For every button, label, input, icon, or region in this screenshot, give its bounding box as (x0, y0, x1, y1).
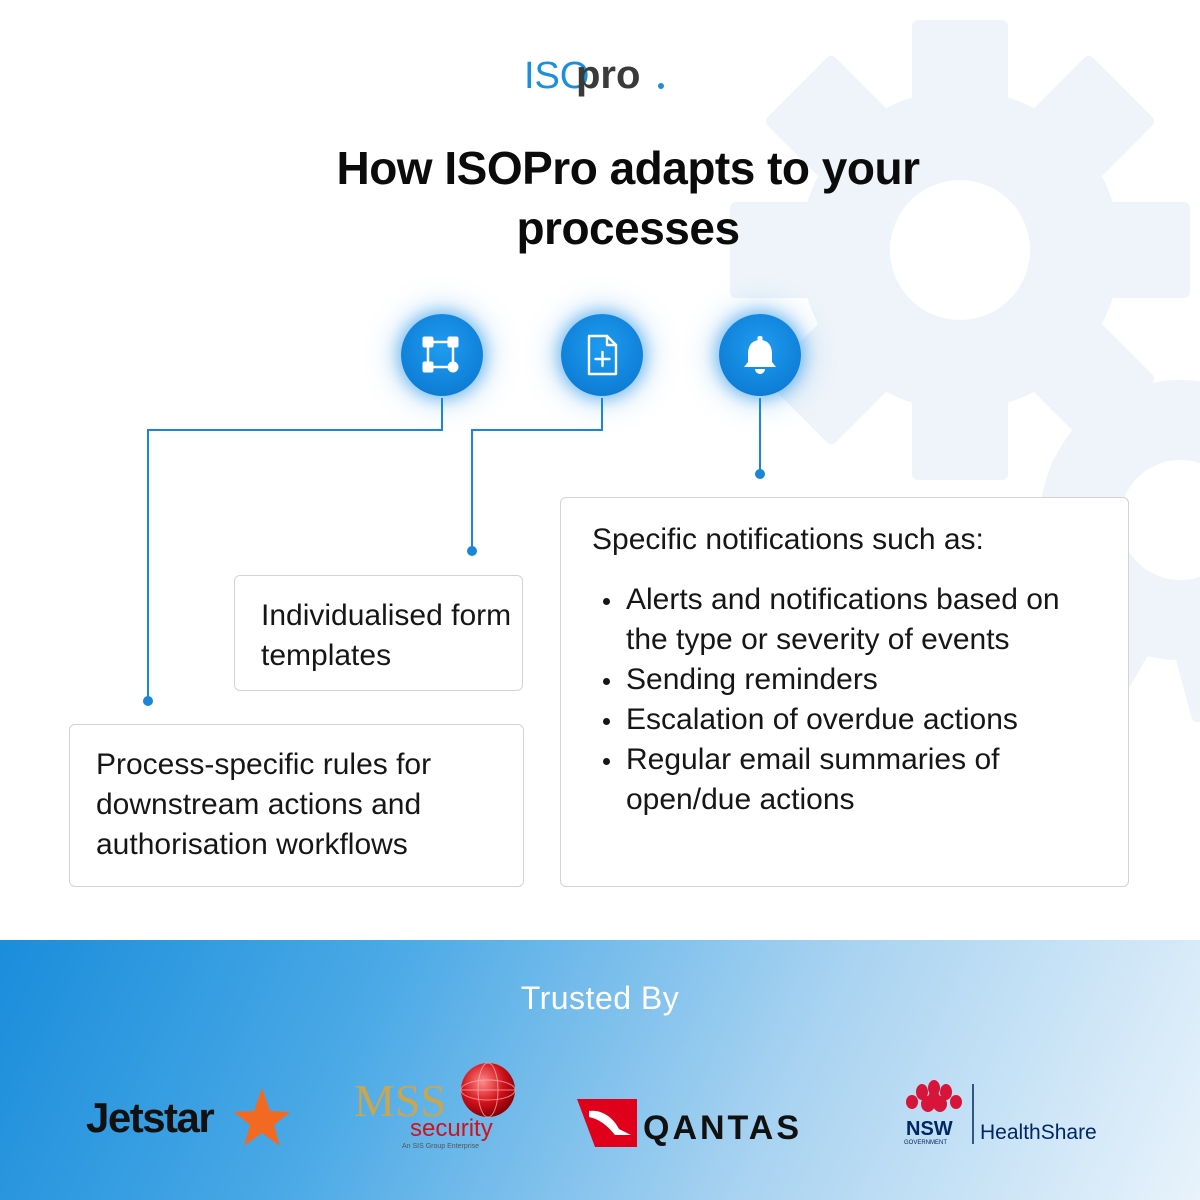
bell-icon-badge (719, 314, 801, 396)
notification-item: Sending reminders (624, 660, 1108, 700)
process-rules-card: Process-specific rules for downstream ac… (69, 724, 524, 887)
logo-dot (658, 83, 664, 89)
nsw-wordmark: NSW (906, 1118, 953, 1140)
notification-item: Regular email summaries of open/due acti… (624, 740, 1108, 820)
form-templates-card: Individualised form templates (234, 575, 523, 691)
isopro-logo: ISO pro (520, 50, 680, 100)
form-template-icon-badge (561, 314, 643, 396)
process-rules-text: Process-specific rules for downstream ac… (96, 748, 432, 861)
mss-security-text: security (410, 1115, 493, 1142)
connector-rules (147, 398, 443, 700)
nsw-healthshare-logo: NSW GOVERNMENT HealthShare (904, 1080, 1097, 1146)
workflow-icon-badge (401, 314, 483, 396)
bell-icon (744, 336, 776, 374)
mss-tagline: An SIS Group Enterprise (402, 1143, 479, 1150)
qantas-logo: QANTAS (577, 1099, 802, 1147)
form-template-icon (587, 334, 618, 376)
jetstar-logo: Jetstar (86, 1088, 290, 1146)
connector-dot-notifications (755, 469, 765, 479)
waratah-icon (906, 1080, 962, 1112)
page-title-line-2: processes (516, 202, 740, 254)
notifications-list: Alerts and notifications based on the ty… (592, 580, 1108, 820)
trusted-by-label: Trusted By (520, 980, 680, 1016)
mss-security-logo: MSS security An SIS Group Enterprise (354, 1062, 516, 1150)
jetstar-wordmark: Jetstar (86, 1094, 214, 1141)
connector-dot-rules (143, 696, 153, 706)
notification-item: Alerts and notifications based on the ty… (624, 580, 1108, 660)
connector-lines (143, 398, 765, 706)
mss-wordmark: MSS (354, 1075, 446, 1126)
jetstar-star-icon (234, 1088, 290, 1146)
page-title: How ISOPro adapts to your processes (200, 138, 1056, 258)
notifications-card: Specific notifications such as: Alerts a… (560, 497, 1129, 887)
logo-iso-text: ISO (524, 55, 589, 97)
notification-item: Escalation of overdue actions (624, 700, 1108, 740)
connector-templates (471, 398, 603, 551)
qantas-wordmark: QANTAS (643, 1109, 802, 1147)
connector-dot-templates (467, 546, 477, 556)
logo-pro-text: pro (576, 53, 640, 97)
page-title-line-1: How ISOPro adapts to your (336, 142, 920, 194)
healthshare-wordmark: HealthShare (980, 1121, 1097, 1144)
trusted-by-section: Trusted By Jetstar MSS security An SIS G… (0, 940, 1200, 1200)
nsw-government-text: GOVERNMENT (904, 1140, 947, 1146)
workflow-icon (422, 336, 459, 373)
notifications-heading: Specific notifications such as: (592, 523, 984, 556)
form-templates-text: Individualised form templates (261, 599, 512, 672)
